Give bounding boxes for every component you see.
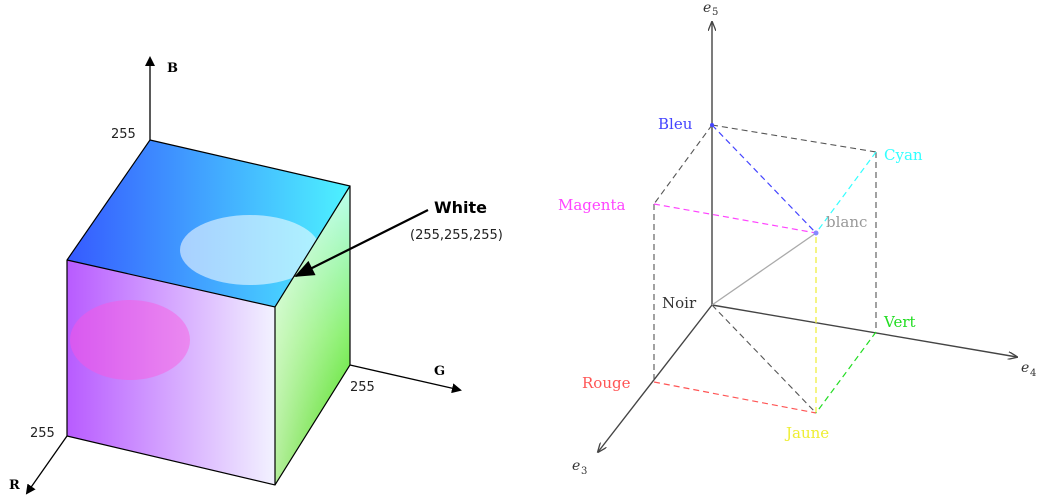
r-axis xyxy=(25,435,68,495)
rgb-cube-vector-diagram: Bleu Cyan Magenta blanc Noir Vert Rouge … xyxy=(558,0,1036,477)
svg-text:5: 5 xyxy=(712,7,718,18)
e5-axis-label: e 5 xyxy=(703,0,718,18)
edge-magenta-blanc xyxy=(653,203,817,234)
e3-axis-label: e 3 xyxy=(572,458,587,477)
cube-top-face xyxy=(67,140,350,307)
e4-axis xyxy=(711,304,1017,357)
edge-cyan-blanc xyxy=(815,151,877,234)
g-tick-label: 255 xyxy=(350,380,375,395)
b-tick-label: 255 xyxy=(111,127,136,142)
rgb-cube: B 255 G 255 R 255 White (25 xyxy=(9,56,503,495)
white-pointer-arrow xyxy=(294,209,429,277)
label-blanc: blanc xyxy=(826,213,867,231)
cube-right-face xyxy=(275,186,350,485)
label-rouge: Rouge xyxy=(582,374,631,392)
edge-noir-blanc xyxy=(711,232,817,306)
label-bleu: Bleu xyxy=(658,115,693,133)
edge-rouge-jaune xyxy=(653,381,817,414)
label-vert: Vert xyxy=(883,313,916,331)
white-value: (255,255,255) xyxy=(410,228,503,243)
label-magenta: Magenta xyxy=(558,196,625,214)
label-jaune: Jaune xyxy=(784,424,829,442)
edge-bleu-blanc xyxy=(711,124,817,234)
svg-text:e: e xyxy=(572,458,580,474)
edge-vert-jaune xyxy=(815,331,877,414)
label-noir: Noir xyxy=(662,294,697,312)
g-axis xyxy=(349,364,462,394)
e3-axis xyxy=(598,304,713,452)
r-tick-label: 255 xyxy=(30,426,55,441)
vertex-bleu-dot xyxy=(710,123,714,127)
g-axis-label: G xyxy=(434,364,445,379)
svg-text:e: e xyxy=(703,0,711,16)
svg-text:4: 4 xyxy=(1030,368,1036,379)
cube-front-face xyxy=(67,260,275,485)
label-cyan: Cyan xyxy=(884,146,923,164)
r-axis-label: R xyxy=(9,478,20,493)
white-title: White xyxy=(434,198,487,217)
svg-text:3: 3 xyxy=(581,466,587,477)
b-axis-label: B xyxy=(167,61,178,76)
vertex-blanc-dot xyxy=(813,230,819,236)
e4-axis-label: e 4 xyxy=(1021,360,1036,379)
svg-text:e: e xyxy=(1021,360,1029,376)
cube-hidden-edges xyxy=(653,124,877,414)
